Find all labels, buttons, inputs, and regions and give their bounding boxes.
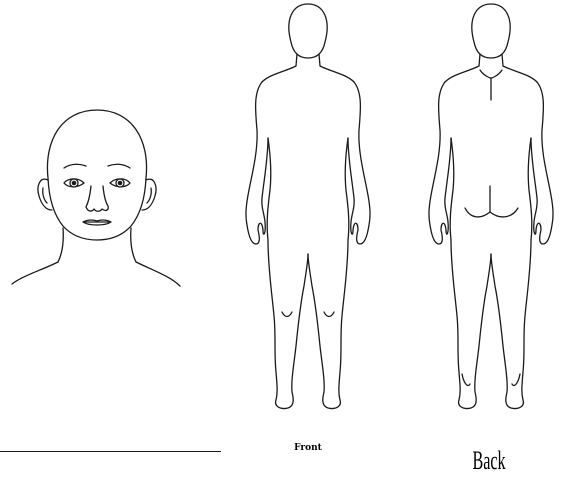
buttocks <box>465 208 518 217</box>
back-head <box>472 4 510 58</box>
front-label-text: Front <box>294 444 322 453</box>
name-line <box>0 451 221 452</box>
back-right-arm <box>531 82 553 244</box>
back-right-leg <box>491 240 531 409</box>
front-label: Front <box>282 444 334 453</box>
back-left-arm <box>429 82 451 244</box>
back-left-leg <box>451 240 491 409</box>
back-label: Back <box>473 447 504 475</box>
